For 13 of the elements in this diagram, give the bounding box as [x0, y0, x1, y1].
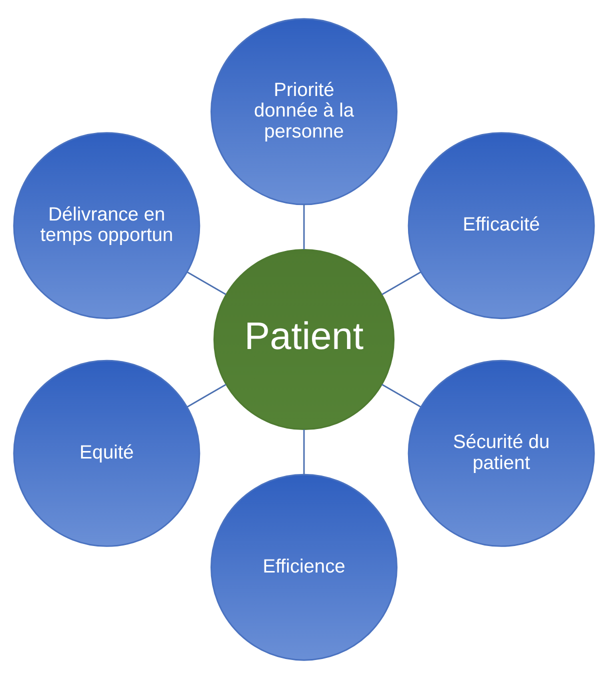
node-circle: Efficience [210, 474, 398, 661]
node-circle: Priorité donnée à la personne [210, 18, 398, 206]
connector [303, 430, 305, 475]
node-circle: Patient [213, 248, 395, 430]
connector [382, 272, 422, 296]
connector [382, 384, 422, 408]
connector [186, 272, 226, 296]
node-circle: Délivrance en temps opportun [13, 132, 200, 320]
connector [303, 204, 305, 250]
connector [186, 384, 226, 408]
node-circle: Sécurité du patient [408, 360, 595, 547]
node-circle: Efficacité [408, 132, 595, 320]
node-circle: Equité [13, 360, 200, 547]
